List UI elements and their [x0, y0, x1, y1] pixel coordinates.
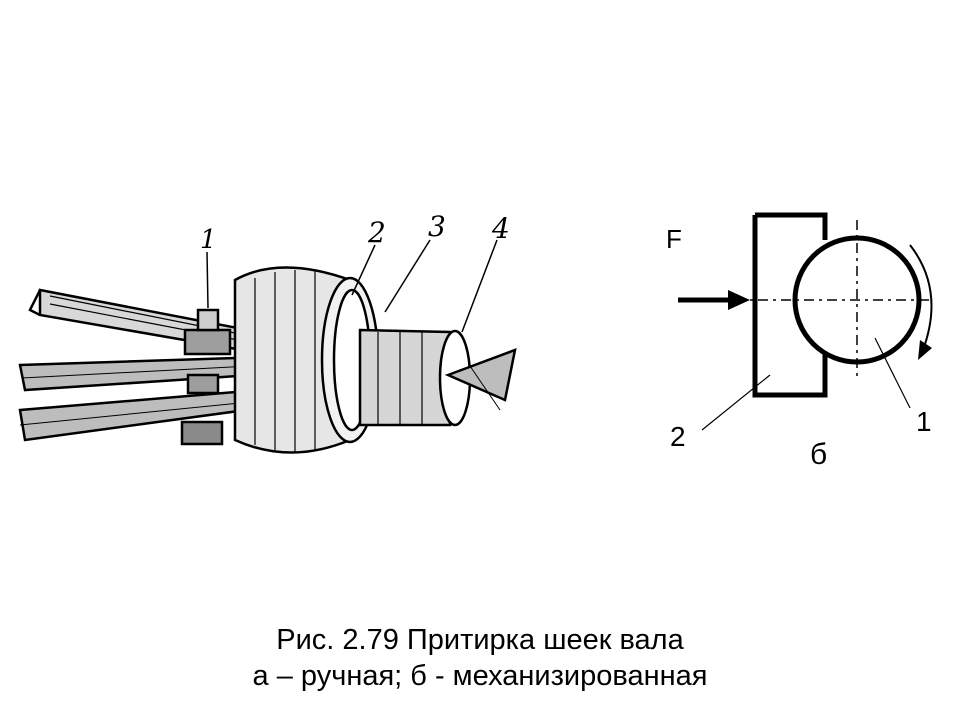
label-b-1: 1 — [916, 406, 932, 437]
label-a-2: 2 — [367, 216, 386, 249]
mechanized-lapping-diagram: F 1 2 б — [666, 212, 933, 471]
label-b-2: 2 — [670, 421, 686, 452]
shaft-drawing — [18, 239, 517, 454]
label-a-1: 1 — [200, 225, 217, 255]
force-label: F — [666, 224, 682, 254]
caption-line-2: а – ручная; б - механизированная — [252, 660, 708, 692]
caption-line-1: Рис. 2.79 Притирка шеек вала — [276, 624, 684, 656]
label-a-4: 4 — [491, 212, 510, 245]
force-arrow — [728, 290, 750, 310]
label-a-3: 3 — [428, 210, 446, 243]
hand-lapping-drawing: 1 2 3 4 — [18, 210, 517, 454]
subfigure-label: б — [810, 438, 827, 471]
figure-caption: Рис. 2.79 Притирка шеек вала а – ручная;… — [0, 622, 960, 694]
rotation-arrow — [909, 244, 933, 351]
lap-block — [752, 212, 828, 398]
